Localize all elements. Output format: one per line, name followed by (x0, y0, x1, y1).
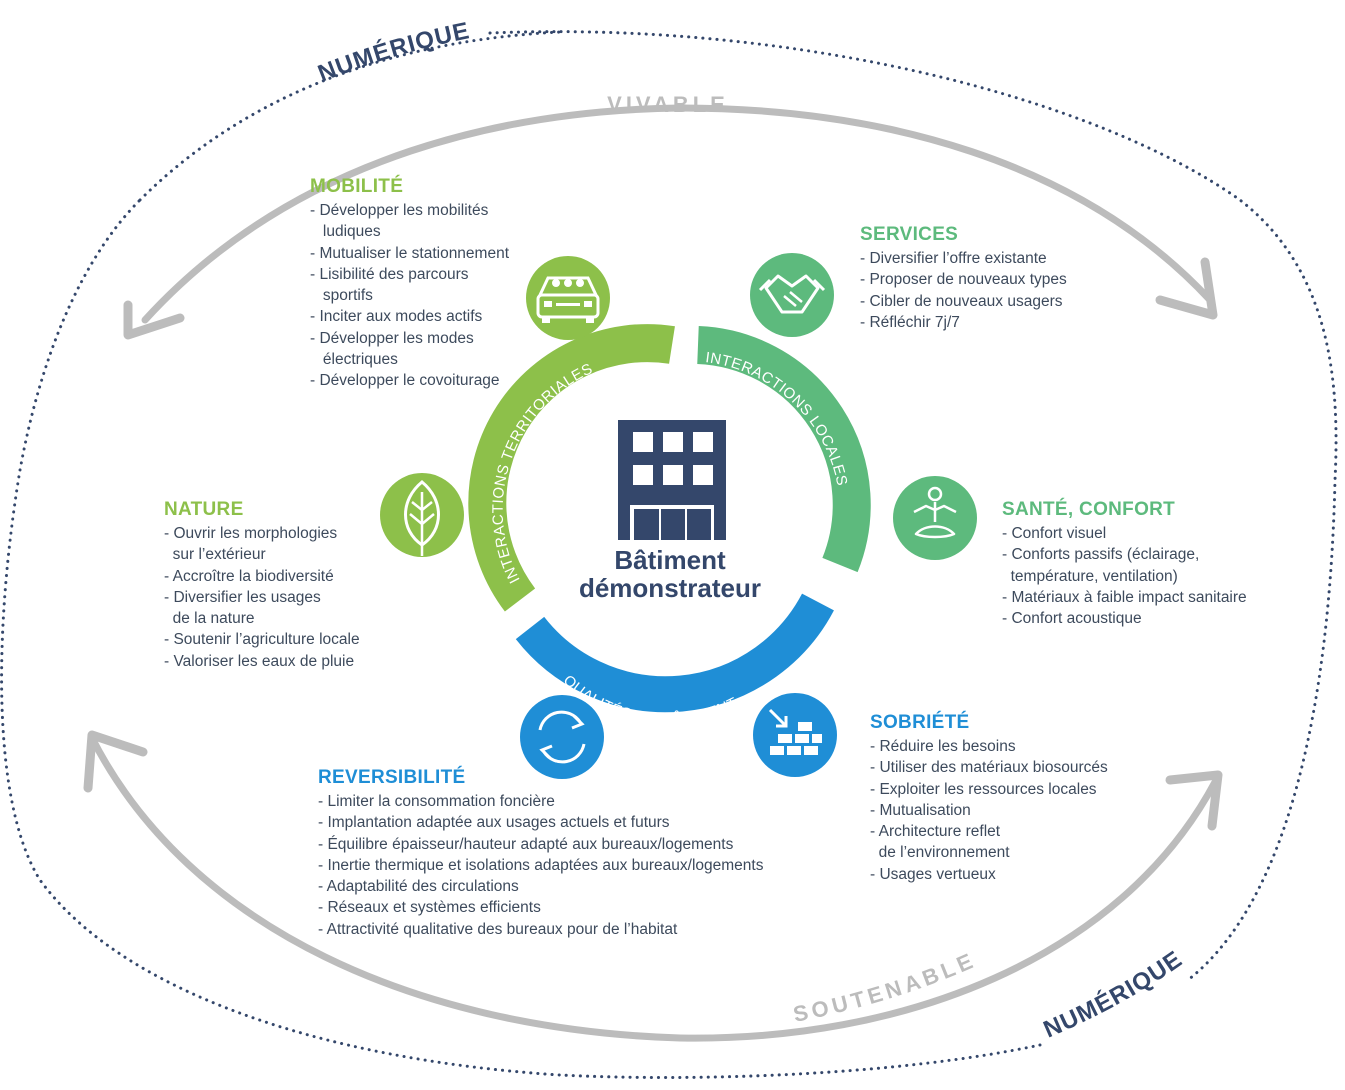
list-item: - Réduire les besoins (870, 738, 1016, 755)
list-item: - Valoriser les eaux de pluie (164, 652, 355, 670)
list-item: - Mutualisation (870, 801, 971, 819)
list-item: - Développer le covoiturage (310, 372, 500, 390)
list-item: - Architecture reflet (870, 823, 1001, 841)
list-item: - Développer les modes (310, 329, 474, 347)
list-item: - Accroître la biodiversité (164, 567, 334, 585)
list-item: - Conforts passifs (éclairage, (1002, 546, 1200, 564)
list-item: - Cibler de nouveaux usagers (860, 292, 1063, 310)
list-item: sur l’extérieur (164, 546, 266, 564)
sobriete-list: - Réduire les besoins - Utiliser des maté… (870, 736, 1108, 885)
list-item: de l’environnement (870, 844, 1010, 862)
list-item: - Mutualiser le stationnement (310, 244, 510, 262)
sobriete-block: SOBRIÉTÉ - Réduire les besoins - Utiliser… (870, 712, 1108, 885)
list-item: électriques (310, 351, 398, 369)
vivable-label: VIVABLE (607, 92, 729, 117)
list-item: - Inciter aux modes actifs (310, 308, 483, 326)
list-item: - Confort acoustique (1002, 610, 1142, 628)
nature-list: - Ouvrir les morphologies sur l’extérieu… (164, 523, 360, 672)
mobilite-list: - Développer les mobilités ludiques - Mut… (310, 200, 509, 392)
sante-title: SANTÉ, CONFORT (1002, 499, 1176, 520)
mobilite-block: MOBILITÉ - Développer les mobilités ludi… (310, 176, 509, 392)
building-icon (618, 420, 726, 540)
center-title-line2: démonstrateur (578, 573, 762, 603)
vivable-arc-arrow (123, 104, 1218, 340)
list-item: - Lisibilité des parcours (310, 265, 469, 283)
soutenable-arc-arrow (83, 730, 1223, 1042)
list-item: - Équilibre épaisseur/hauteur adapté aux… (318, 835, 734, 853)
list-item: ludiques (310, 223, 381, 241)
outer-dotted-ellipse (0, 30, 1338, 1079)
list-item: - Proposer de nouveaux types (860, 271, 1067, 289)
mobilite-title: MOBILITÉ (310, 176, 404, 197)
list-item: - Attractivité qualitative des bureaux p… (318, 920, 678, 938)
car-icon (526, 256, 610, 340)
list-item: sportifs (310, 287, 373, 305)
list-item: - Inertie thermique et isolations adapté… (318, 856, 764, 874)
list-item: - Matériaux à faible impact sanitaire (1002, 588, 1247, 606)
services-list: - Diversifier l’offre existante - Propose… (860, 248, 1067, 333)
list-item: - Réseaux et systèmes efficients (318, 899, 541, 917)
list-item: - Implantation adaptée aux usages actuel… (318, 814, 670, 832)
list-item: - Exploiter les ressources locales (870, 780, 1097, 798)
list-item: - Confort visuel (1002, 525, 1107, 542)
meditation-icon (893, 476, 977, 560)
reversibilite-block: REVERSIBILITÉ - Limiter la consommation … (318, 767, 763, 940)
services-block: SERVICES - Diversifier l’offre existante… (860, 224, 1067, 333)
leaf-icon (380, 473, 464, 557)
reversibilite-title: REVERSIBILITÉ (318, 767, 466, 788)
list-item: - Limiter la consommation foncière (318, 793, 555, 810)
sante-list: - Confort visuel - Conforts passifs (écla… (1002, 523, 1247, 629)
list-item: - Diversifier l’offre existante (860, 250, 1047, 267)
bricks-icon (753, 693, 837, 777)
numerique-bottom-label: NUMÉRIQUE (1040, 946, 1188, 1044)
handshake-icon (750, 253, 834, 337)
services-title: SERVICES (860, 224, 959, 245)
list-item: - Ouvrir les morphologies (164, 525, 338, 542)
reversibilite-list: - Limiter la consommation foncière - Impl… (318, 791, 763, 940)
numerique-top-label: NUMÉRIQUE (314, 17, 472, 87)
list-item: - Utiliser des matériaux biosourcés (870, 759, 1108, 777)
nature-block: NATURE - Ouvrir les morphologies sur l’e… (164, 499, 360, 672)
list-item: - Diversifier les usages (164, 588, 321, 606)
arc-interactions-territoriales (468, 324, 675, 612)
list-item: - Adaptabilité des circulations (318, 878, 519, 896)
arc-interactions-locales (696, 326, 871, 573)
sante-block: SANTÉ, CONFORT - Confort visuel- Confort… (1002, 499, 1247, 629)
nature-title: NATURE (164, 499, 244, 520)
list-item: - Développer les mobilités (310, 202, 489, 219)
list-item: température, ventilation) (1002, 567, 1178, 585)
arc-qualites-du-batiment (515, 593, 834, 713)
center-title-line1: Bâtiment (614, 545, 726, 575)
sobriete-title: SOBRIÉTÉ (870, 712, 970, 733)
list-item: - Réfléchir 7j/7 (860, 313, 960, 331)
list-item: de la nature (164, 610, 255, 628)
list-item: - Soutenir l’agriculture locale (164, 631, 360, 649)
center-title: Bâtiment démonstrateur (520, 546, 820, 602)
recycle-arrows-icon (520, 695, 604, 779)
list-item: - Usages vertueux (870, 865, 996, 883)
